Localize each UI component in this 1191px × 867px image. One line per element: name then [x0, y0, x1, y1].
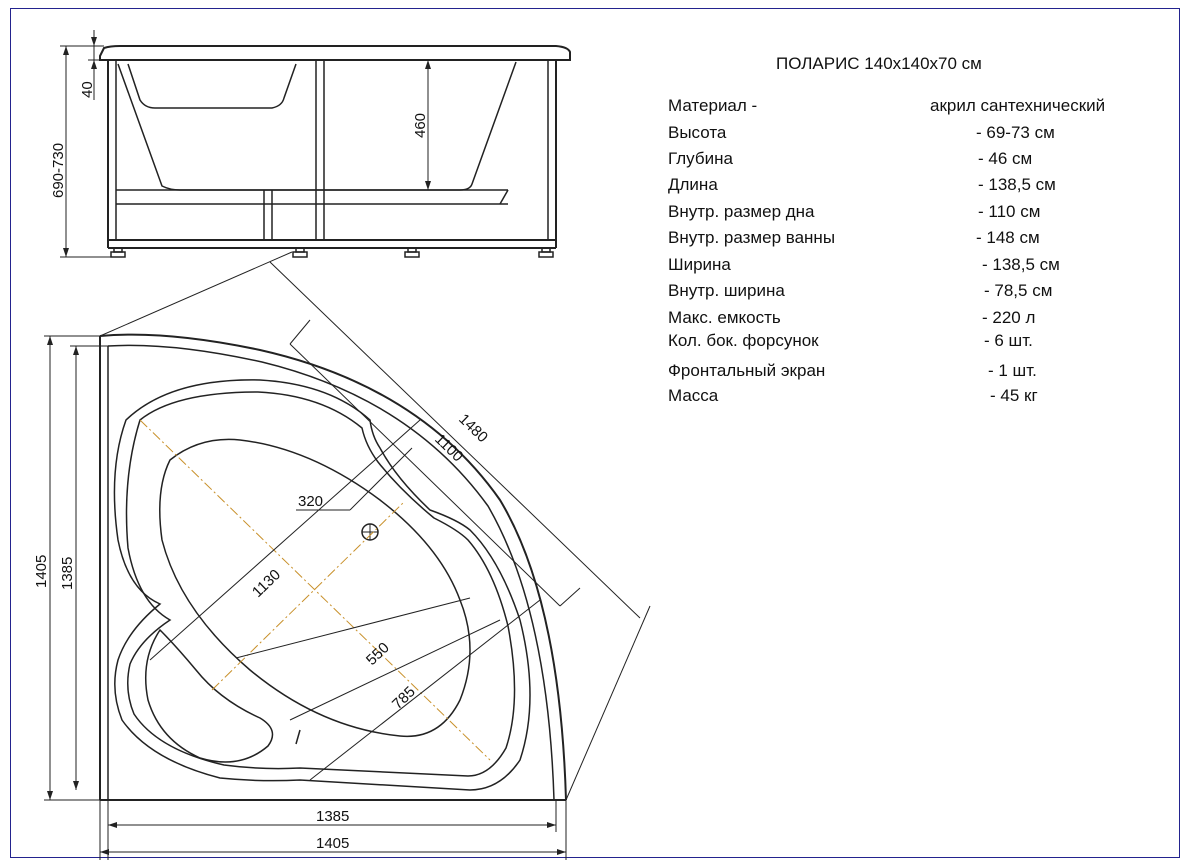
dim-drain-offset: 320	[298, 493, 323, 510]
spec-value: - 69-73 см	[976, 123, 1055, 142]
dim-bowl-width: 550	[363, 639, 393, 669]
product-title: ПОЛАРИС 140х140х70 см	[776, 54, 982, 73]
spec-label: Внутр. ширина	[668, 281, 785, 300]
spec-label: Внутр. размер дна	[668, 202, 815, 221]
spec-value: - 220 л	[982, 308, 1036, 327]
spec-value: акрил сантехнический	[930, 96, 1106, 115]
spec-value: - 148 см	[976, 228, 1040, 247]
dim-diagonal-outer: 1480	[455, 411, 491, 446]
spec-value: - 45 кг	[990, 386, 1038, 405]
dim-rim: 40	[79, 81, 96, 98]
spec-label: Фронтальный экран	[668, 361, 826, 380]
spec-value: - 1 шт.	[988, 361, 1037, 380]
spec-label: Макс. емкость	[668, 308, 781, 327]
spec-value: - 6 шт.	[984, 331, 1033, 350]
spec-value: - 138,5 см	[982, 255, 1060, 274]
dim-bottom-outer: 1405	[316, 835, 349, 852]
spec-label: Внутр. размер ванны	[668, 228, 836, 247]
spec-label: Материал -	[668, 96, 758, 115]
spec-label: Ширина	[668, 255, 731, 274]
spec-value: - 110 см	[978, 202, 1041, 221]
dim-inner-width: 785	[389, 683, 419, 713]
spec-value: - 78,5 см	[984, 281, 1053, 300]
spec-value: - 138,5 см	[978, 175, 1056, 194]
spec-label: Глубина	[668, 149, 733, 168]
dim-left-outer: 1405	[33, 555, 50, 588]
spec-label: Длина	[668, 175, 718, 194]
spec-label: Кол. бок. форсунок	[668, 331, 819, 350]
dim-total-height: 690-730	[50, 143, 67, 198]
spec-label: Масса	[668, 386, 719, 405]
drawing-frame	[10, 8, 1180, 858]
spec-label: Высота	[668, 123, 727, 142]
dim-bottom-inner: 1385	[316, 808, 349, 825]
dim-left-inner: 1385	[59, 557, 76, 590]
dim-depth: 460	[412, 113, 429, 138]
side-view	[60, 30, 571, 258]
top-view	[44, 251, 651, 860]
dim-bowl-length: 1130	[249, 566, 284, 601]
spec-value: - 46 см	[978, 149, 1033, 168]
